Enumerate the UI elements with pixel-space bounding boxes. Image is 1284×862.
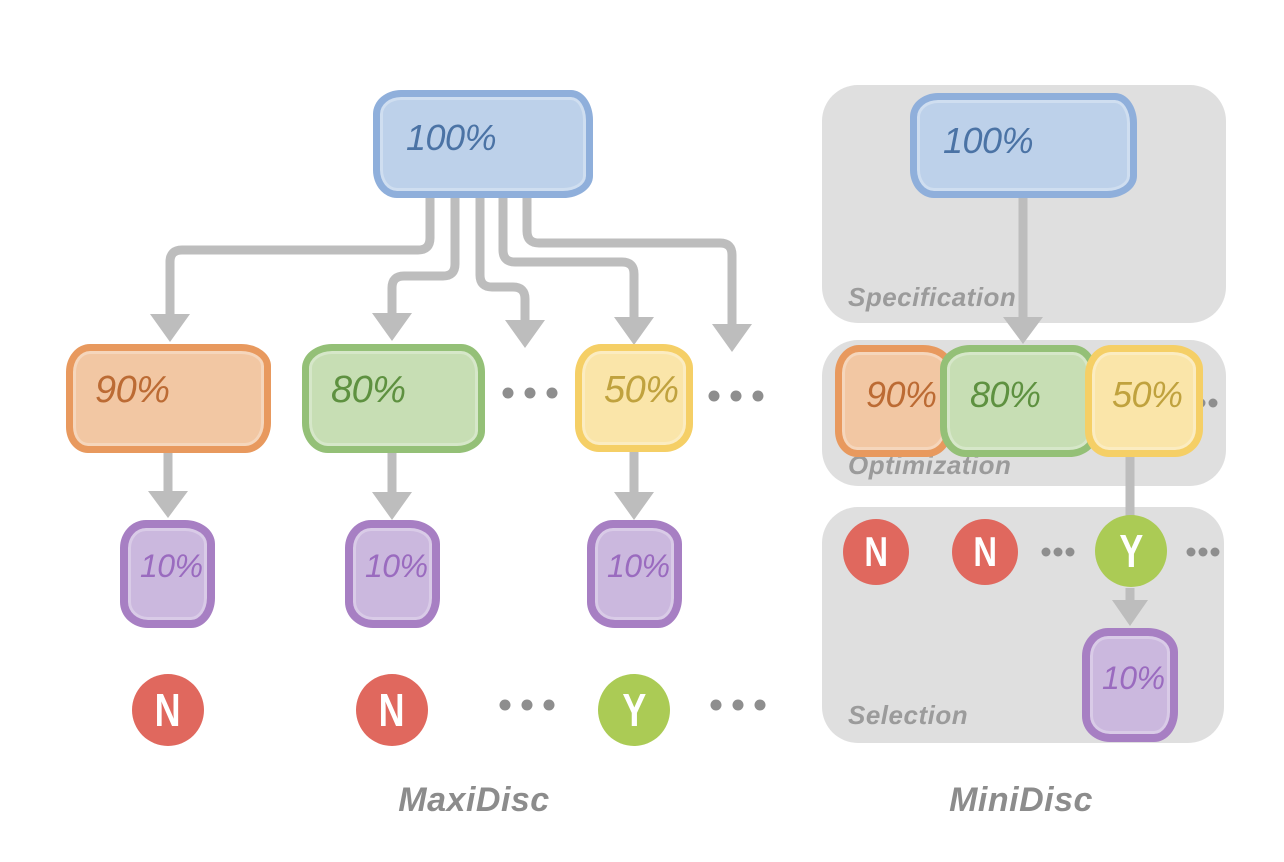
minidisc-root-value: 100% — [943, 120, 1034, 161]
maxidisc-refined-node-1: 10% — [120, 520, 215, 628]
candidate-90-value: 90% — [866, 374, 937, 415]
minidisc-refined-node: 10% — [1082, 628, 1178, 742]
minidisc-outcome-no-2: N — [952, 519, 1018, 585]
candidate-50-value: 50% — [1112, 374, 1183, 415]
candidate-80-value: 80% — [331, 369, 406, 411]
maxidisc-candidate-80: 80% — [302, 344, 485, 453]
minidisc-candidate-80: 80% — [940, 345, 1097, 457]
maxidisc-caption: MaxiDisc — [398, 781, 550, 819]
candidate-90-value: 90% — [95, 369, 170, 411]
outcome-yes-letter: Y — [622, 684, 646, 736]
maxidisc-outcome-no-2: N — [356, 674, 428, 746]
fan-arrow-lines — [163, 198, 1135, 602]
maxidisc-refined-node-2: 10% — [345, 520, 440, 628]
minidisc-caption: MiniDisc — [949, 781, 1093, 819]
maxidisc-outcome-yes: Y — [598, 674, 670, 746]
maxidisc-root-node: 100% — [373, 90, 593, 198]
outcome-no-letter: N — [379, 684, 405, 736]
minidisc-root-node: 100% — [910, 93, 1137, 198]
minidisc-candidate-50: 50% — [1085, 345, 1203, 457]
selection-label: Selection — [848, 700, 969, 730]
specification-label: Specification — [848, 282, 1017, 312]
maxidisc-candidate-90: 90% — [66, 344, 271, 453]
outcome-no-letter: N — [973, 528, 997, 575]
maxidisc-refined-node-3: 10% — [587, 520, 682, 628]
maxidisc-outcome-no-1: N — [132, 674, 204, 746]
maxidisc-root-value: 100% — [406, 117, 497, 158]
refined-value: 10% — [607, 548, 670, 584]
minidisc-outcome-yes: Y — [1095, 515, 1167, 587]
refined-value: 10% — [1102, 660, 1165, 696]
outcome-yes-letter: Y — [1119, 525, 1143, 577]
maxidisc-candidate-50: 50% — [575, 344, 693, 452]
outcome-no-letter: N — [155, 684, 181, 736]
candidate-80-value: 80% — [970, 374, 1041, 415]
minidisc-outcome-no-1: N — [843, 519, 909, 585]
candidate-50-value: 50% — [604, 369, 679, 411]
refined-value: 10% — [140, 548, 203, 584]
refined-value: 10% — [365, 548, 428, 584]
outcome-no-letter: N — [864, 528, 888, 575]
minidisc-candidate-90: 90% — [835, 345, 953, 457]
fan-arrow-heads — [148, 313, 1148, 626]
